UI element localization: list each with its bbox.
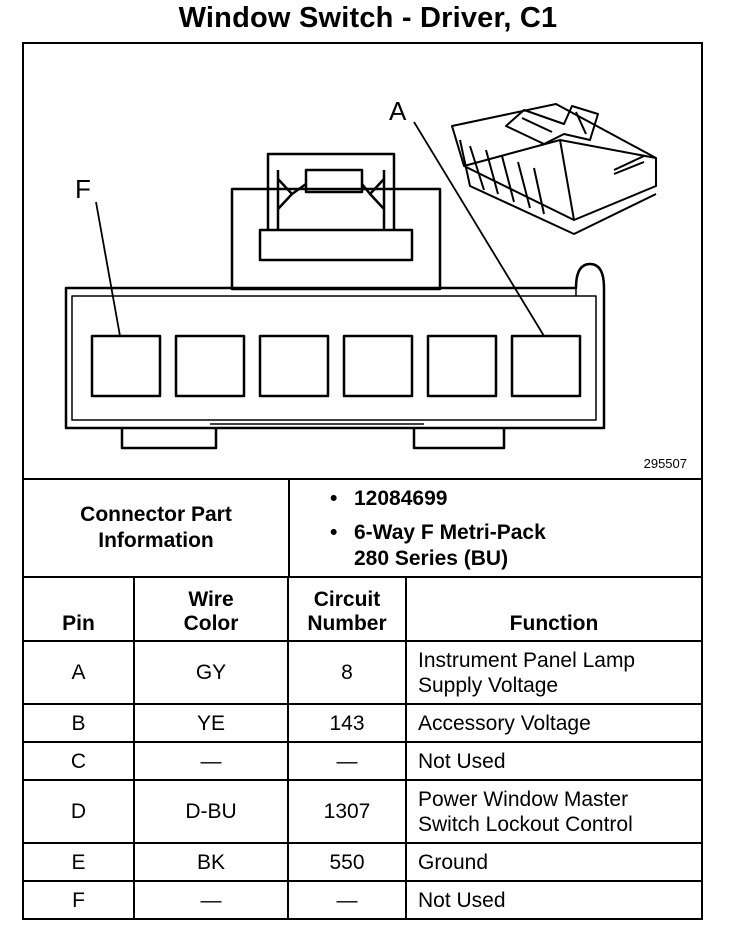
circuit-cell: —	[287, 880, 407, 919]
function-cell: Accessory Voltage	[405, 703, 701, 743]
header-wire-color-line1: Wire	[188, 588, 234, 611]
header-circuit-line2: Number	[307, 612, 387, 635]
pin-cell: D	[24, 779, 135, 844]
pin-cell: C	[24, 741, 135, 781]
connector-body-inner	[71, 295, 597, 421]
divider	[24, 576, 701, 578]
connector-sheet: A F 295507 Connector Part Information • …	[22, 42, 703, 920]
connector-thumbnail	[451, 103, 657, 235]
table-row: C — — Not Used	[24, 741, 701, 781]
wire-color-cell: GY	[133, 640, 289, 705]
function-cell: Instrument Panel Lamp Supply Voltage	[405, 640, 701, 705]
latch-tab	[304, 168, 364, 194]
wire-color-cell: BK	[133, 842, 289, 882]
header-circuit-line1: Circuit	[313, 588, 381, 611]
leader-line-f	[95, 201, 121, 337]
bottom-tab-left	[120, 428, 218, 450]
circuit-cell: —	[287, 741, 407, 781]
pin-cell: B	[24, 703, 135, 743]
header-pin: Pin	[24, 578, 135, 642]
function-cell: Not Used	[405, 741, 701, 781]
table-row: D D-BU 1307 Power Window Master Switch L…	[24, 779, 701, 844]
table-header-row: Pin Wire Color Circuit Number Function	[24, 578, 701, 642]
description-item: • 6-Way F Metri-Pack 280 Series (BU)	[330, 520, 701, 572]
connector-face-drawing	[64, 103, 657, 450]
connector-info-heading-line2: Information	[98, 529, 214, 552]
bullet-icon: •	[330, 487, 338, 510]
cavity-e	[174, 334, 246, 398]
header-function: Function	[405, 578, 701, 642]
description-line1: 6-Way F Metri-Pack	[354, 521, 546, 544]
header-circuit-number: Circuit Number	[287, 578, 407, 642]
function-cell: Ground	[405, 842, 701, 882]
wire-color-cell: YE	[133, 703, 289, 743]
table-row: F — — Not Used	[24, 880, 701, 919]
connector-info-heading: Connector Part Information	[24, 480, 288, 576]
pin-a-label: A	[389, 96, 407, 126]
wire-color-cell: D-BU	[133, 779, 289, 844]
description-line2: 280 Series (BU)	[354, 547, 509, 570]
connector-diagram: A F 295507	[24, 44, 701, 478]
part-number-item: • 12084699	[330, 486, 701, 512]
cavity-f	[90, 334, 162, 398]
table-row: E BK 550 Ground	[24, 842, 701, 882]
bottom-tab-right	[412, 428, 506, 450]
connector-body	[64, 262, 606, 430]
circuit-cell: 143	[287, 703, 407, 743]
table-row: B YE 143 Accessory Voltage	[24, 703, 701, 743]
part-number: 12084699	[354, 487, 448, 510]
divider	[24, 478, 701, 480]
cavity-b	[426, 334, 498, 398]
header-wire-color: Wire Color	[133, 578, 289, 642]
page-title: Window Switch - Driver, C1	[178, 2, 558, 34]
function-line1: Instrument Panel Lamp	[418, 648, 636, 672]
function-line2: Supply Voltage	[418, 673, 559, 697]
wire-color-cell: —	[133, 741, 289, 781]
latch-housing	[230, 187, 442, 291]
pin-cell: F	[24, 880, 135, 919]
connector-info-heading-line1: Connector Part	[80, 503, 232, 526]
table-row: A GY 8 Instrument Panel Lamp Supply Volt…	[24, 640, 701, 705]
circuit-cell: 1307	[287, 779, 407, 844]
function-line1: Power Window Master	[418, 787, 629, 811]
pin-f-label: F	[75, 174, 91, 204]
bullet-icon: •	[330, 521, 338, 544]
latch-base	[258, 228, 414, 262]
pin-cell: A	[24, 640, 135, 705]
header-wire-color-line2: Color	[183, 612, 239, 635]
figure-number: 295507	[643, 456, 687, 471]
function-cell: Power Window Master Switch Lockout Contr…	[405, 779, 701, 844]
connector-info-details: • 12084699 • 6-Way F Metri-Pack 280 Seri…	[288, 480, 701, 576]
circuit-cell: 8	[287, 640, 407, 705]
pin-cell: E	[24, 842, 135, 882]
function-line2: Switch Lockout Control	[418, 812, 633, 836]
wire-color-cell: —	[133, 880, 289, 919]
leader-line-a	[413, 121, 545, 337]
latch-frame	[266, 152, 396, 230]
pinout-table: Pin Wire Color Circuit Number Function A…	[24, 578, 701, 919]
cavity-d	[258, 334, 330, 398]
circuit-cell: 550	[287, 842, 407, 882]
cavity-c	[342, 334, 414, 398]
function-cell: Not Used	[405, 880, 701, 919]
cavity-a	[510, 334, 582, 398]
